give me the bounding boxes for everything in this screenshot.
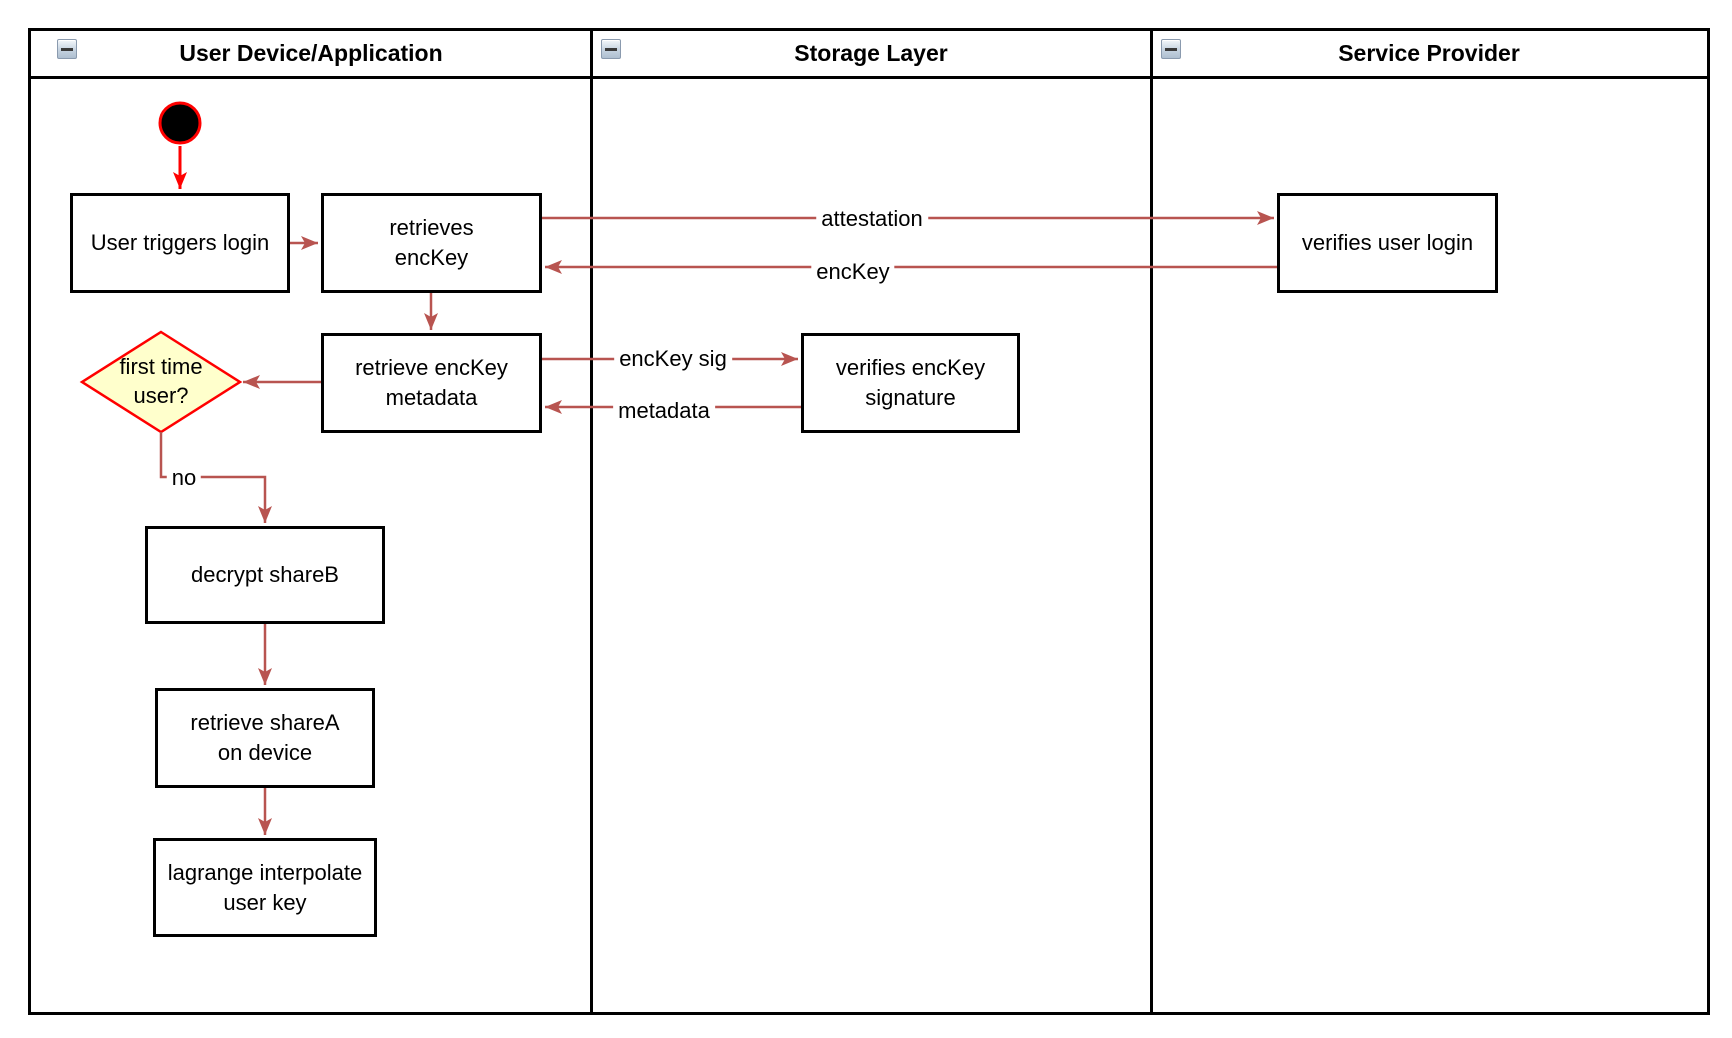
- collapse-lane-button[interactable]: [1161, 39, 1181, 59]
- lane-header-service-provider: Service Provider: [1151, 31, 1707, 76]
- lane-divider: [1150, 31, 1153, 1012]
- collapse-lane-button[interactable]: [57, 39, 77, 59]
- lane-title: User Device/Application: [179, 40, 443, 66]
- edge-label-no: no: [166, 465, 202, 491]
- lane-header-storage-layer: Storage Layer: [591, 31, 1151, 76]
- node-user-triggers-login[interactable]: User triggers login: [70, 193, 290, 293]
- lane-header-user-device: User Device/Application: [31, 31, 591, 76]
- edge-no-branch: [159, 432, 272, 523]
- edge-label-metadata: metadata: [613, 398, 715, 424]
- lane-divider: [590, 31, 593, 1012]
- edge-label-enckey: encKey: [811, 259, 895, 285]
- edge-label-attestation: attestation: [816, 206, 928, 232]
- lane-header-row: User Device/Application Storage Layer Se…: [31, 31, 1707, 79]
- node-decrypt-shareb[interactable]: decrypt shareB: [145, 526, 385, 624]
- node-verifies-enckey-signature[interactable]: verifies encKey signature: [801, 333, 1020, 433]
- node-retrieve-enckey-metadata[interactable]: retrieve encKey metadata: [321, 333, 542, 433]
- minus-icon: [605, 48, 617, 51]
- lane-title: Storage Layer: [794, 40, 948, 66]
- lane-title: Service Provider: [1338, 40, 1520, 66]
- node-retrieves-enckey[interactable]: retrieves encKey: [321, 193, 542, 293]
- node-verifies-user-login[interactable]: verifies user login: [1277, 193, 1498, 293]
- node-retrieve-sharea[interactable]: retrieve shareA on device: [155, 688, 375, 788]
- decision-label: first time user?: [119, 354, 203, 408]
- minus-icon: [1165, 48, 1177, 51]
- initial-node[interactable]: [158, 101, 202, 145]
- node-lagrange-interpolate[interactable]: lagrange interpolate user key: [153, 838, 377, 937]
- collapse-lane-button[interactable]: [601, 39, 621, 59]
- minus-icon: [61, 48, 73, 51]
- edge-label-enckey-sig: encKey sig: [614, 346, 732, 372]
